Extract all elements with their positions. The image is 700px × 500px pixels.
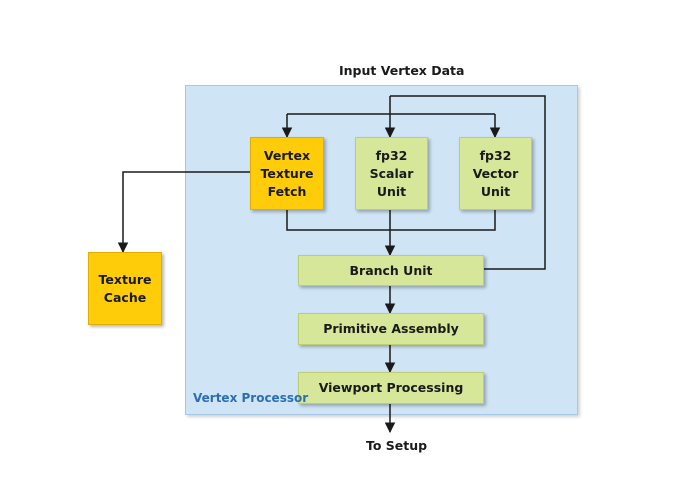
viewport-processing-node: Viewport Processing xyxy=(298,372,484,404)
vertex-texture-fetch-node: Vertex Texture Fetch xyxy=(250,137,324,210)
texture-cache-node: Texture Cache xyxy=(88,252,162,325)
to-setup-label: To Setup xyxy=(366,438,428,453)
branch-unit-node: Branch Unit xyxy=(298,255,484,286)
arrow-to-texture-cache xyxy=(117,171,250,254)
vertex-processor-label: Vertex Processor xyxy=(193,391,309,405)
fp32-scalar-unit-node: fp32 Scalar Unit xyxy=(355,137,428,210)
fp32-vector-unit-node: fp32 Vector Unit xyxy=(459,137,532,210)
input-vertex-data-label: Input Vertex Data xyxy=(339,63,465,78)
primitive-assembly-node: Primitive Assembly xyxy=(298,313,484,345)
merge-line xyxy=(286,210,496,231)
input-vertex-data-line xyxy=(390,95,546,270)
